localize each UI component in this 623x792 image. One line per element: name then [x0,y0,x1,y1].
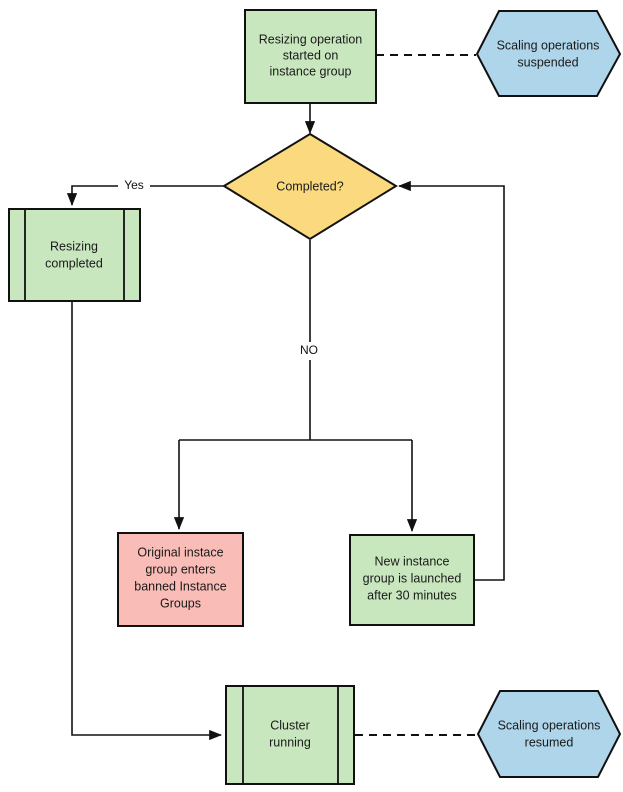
node-scaling-resumed[interactable]: Scaling operations resumed [476,690,622,778]
node-scaling-suspended-line-1: Scaling operations [497,38,600,52]
node-original-group-banned-line-1: Original instace [137,545,223,559]
edge-resizing-completed-to-cluster [71,301,222,741]
node-resizing-completed-line-2: completed [45,256,103,270]
node-scaling-resumed-line-2: resumed [525,735,574,749]
node-cluster-running[interactable]: Cluster running [225,685,355,785]
edge-completed-yes: Yes [66,177,224,206]
node-resizing-started-line-1: Resizing operation [259,32,363,46]
node-resizing-completed[interactable]: Resizing completed [8,208,141,302]
node-resizing-started-line-3: instance group [269,64,351,78]
node-scaling-resumed-line-1: Scaling operations [498,718,601,732]
node-original-group-banned[interactable]: Original instace group enters banned Ins… [117,532,244,627]
edge-relaunch-to-completed [398,180,505,581]
node-scaling-suspended-line-2: suspended [517,55,578,69]
node-completed-decision-label: Completed? [276,179,343,193]
node-new-group-launched-line-1: New instance [374,554,449,568]
node-cluster-running-line-2: running [269,735,311,749]
node-original-group-banned-line-4: Groups [160,596,201,610]
edge-label-yes: Yes [124,178,144,192]
node-scaling-suspended[interactable]: Scaling operations suspended [475,10,622,97]
node-new-group-launched-line-2: group is launched [363,571,462,585]
node-original-group-banned-line-3: banned Instance [134,579,226,593]
node-new-group-launched-line-3: after 30 minutes [367,588,457,602]
node-cluster-running-line-1: Cluster [270,718,310,732]
node-resizing-started-line-2: started on [283,48,339,62]
node-new-group-launched[interactable]: New instance group is launched after 30 … [349,534,475,626]
edge-label-no: NO [300,343,318,357]
node-original-group-banned-line-2: group enters [145,562,215,576]
node-resizing-completed-line-1: Resizing [50,239,98,253]
node-resizing-started[interactable]: Resizing operation started on instance g… [244,9,377,104]
edge-completed-no: NO [173,240,418,532]
node-completed-decision[interactable]: Completed? [222,132,398,241]
